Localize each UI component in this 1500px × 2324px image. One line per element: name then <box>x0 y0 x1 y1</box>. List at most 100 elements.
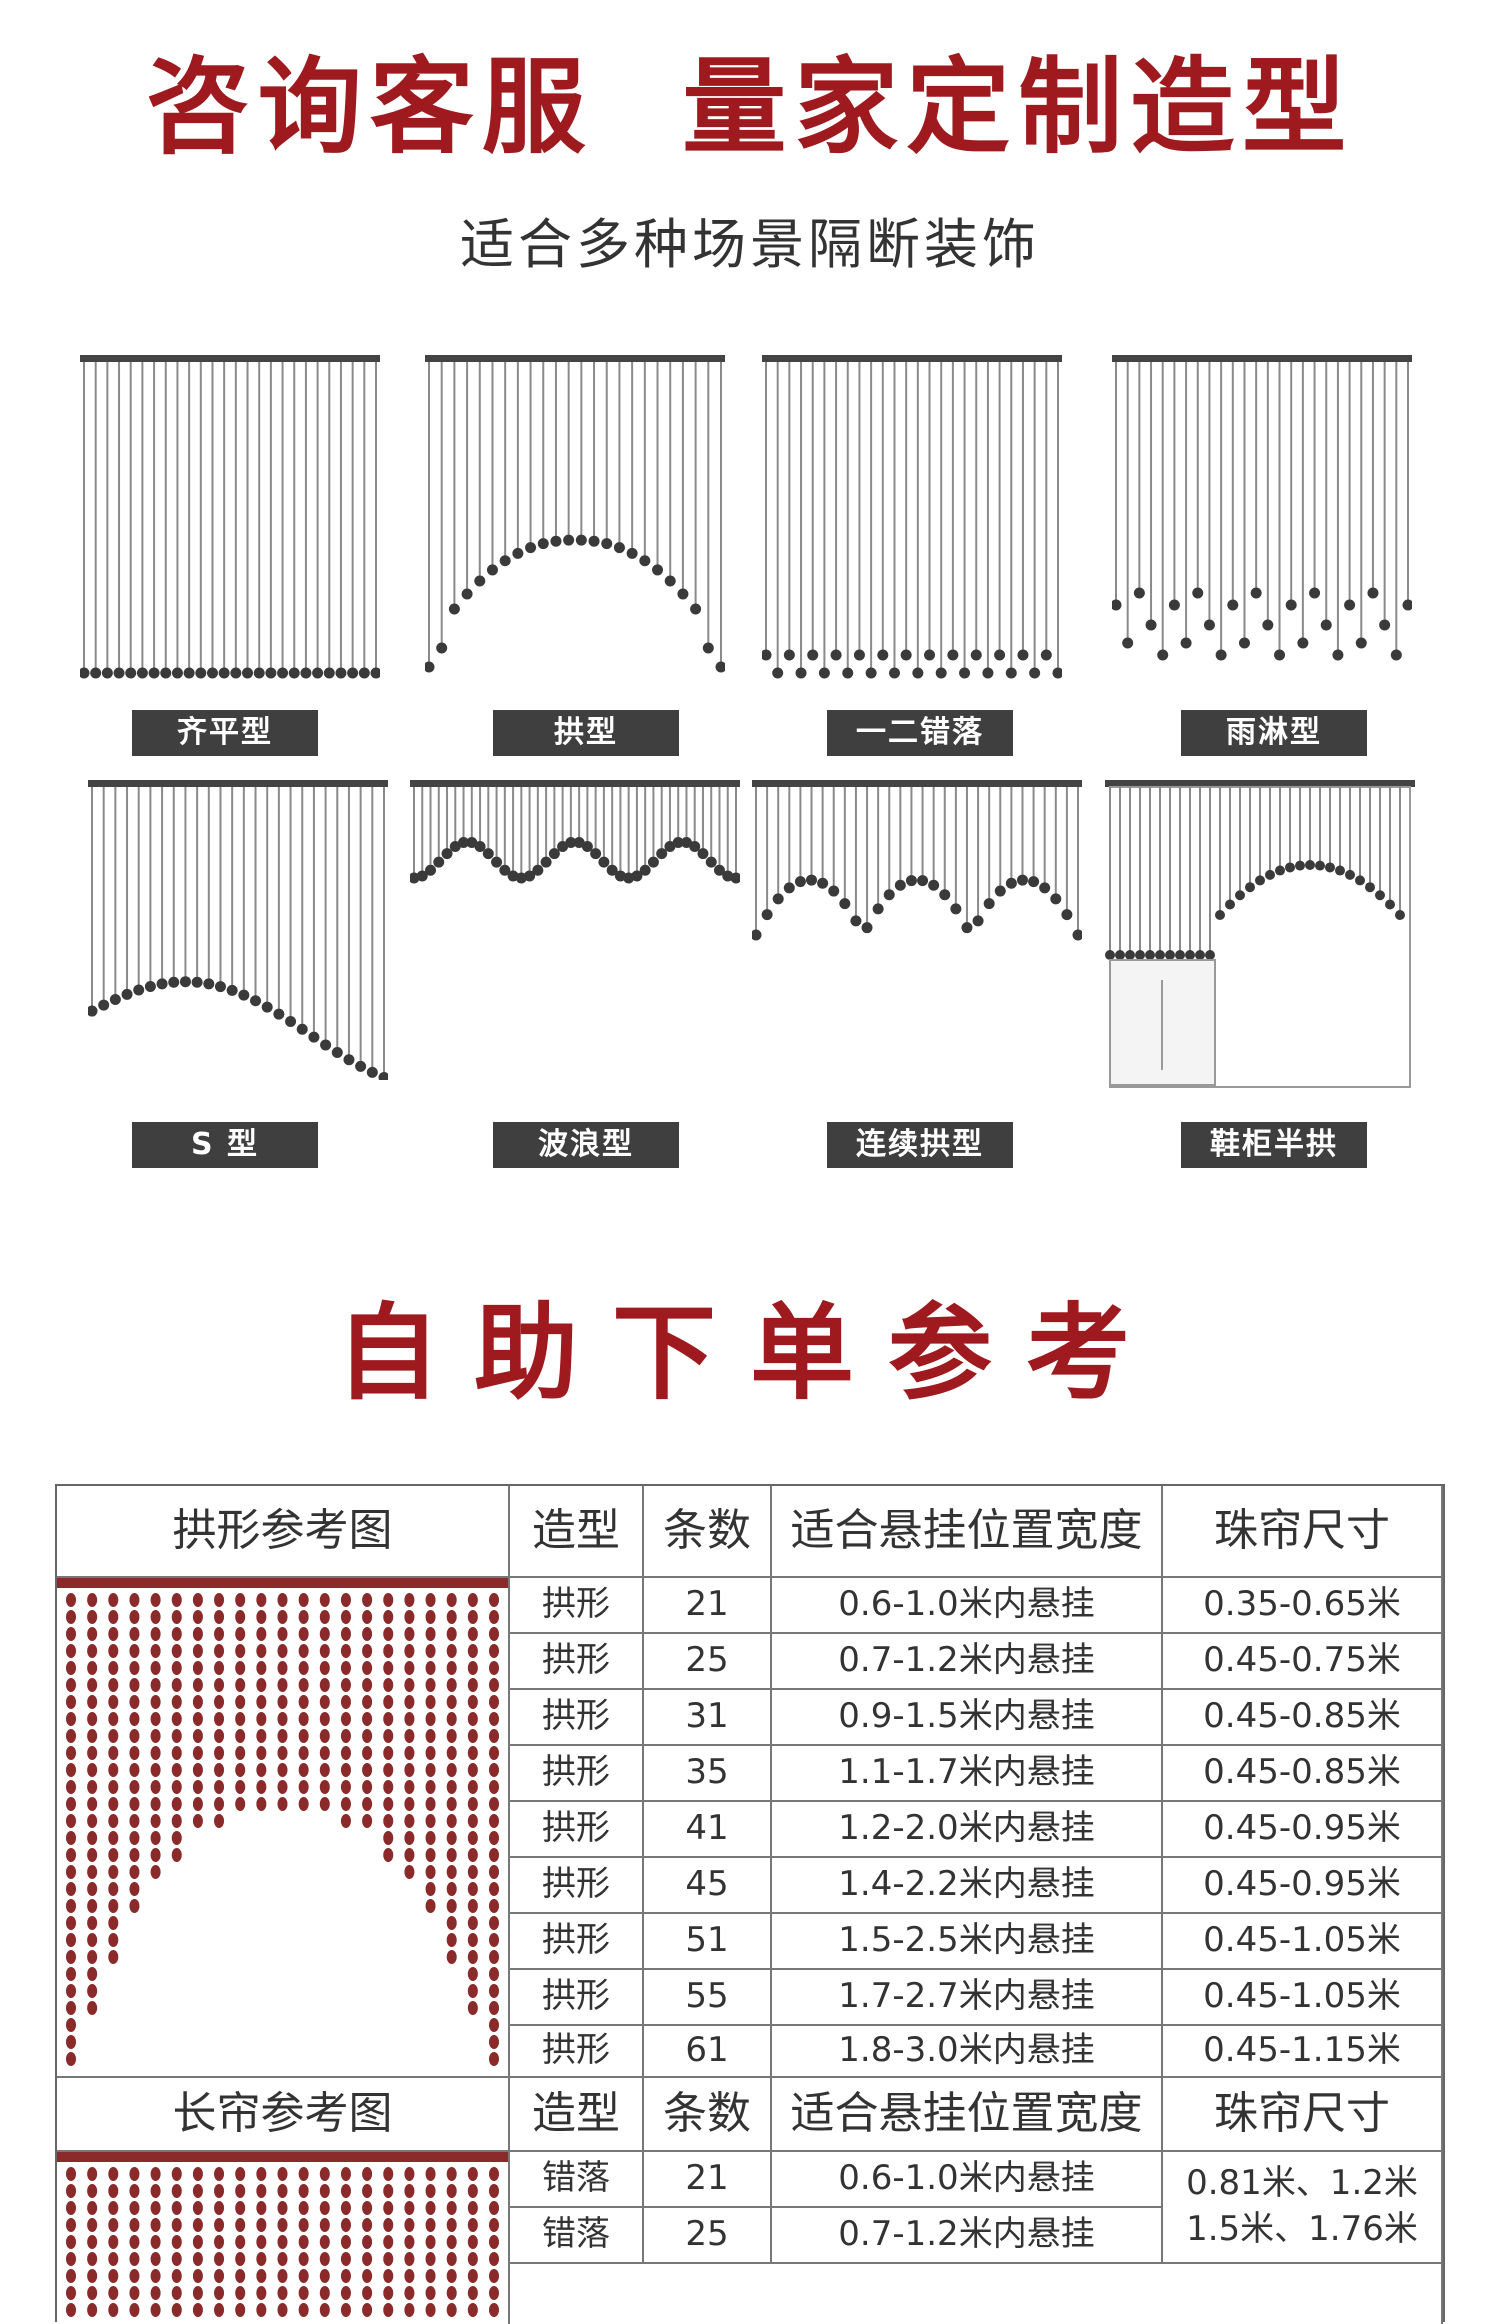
bead <box>772 667 784 679</box>
gourd-bead <box>489 1848 499 1862</box>
gourd-bead <box>87 1933 98 1947</box>
bead <box>537 538 549 550</box>
gourd-bead <box>235 2235 246 2249</box>
gourd-bead <box>319 1593 330 1607</box>
bead <box>1335 865 1345 876</box>
gourd-bead <box>404 1729 415 1743</box>
bead <box>1365 882 1375 893</box>
gourd-bead <box>192 1763 203 1777</box>
bead <box>1016 874 1028 886</box>
gourd-bead <box>340 1610 351 1624</box>
style-label-continuous-arch: 连续拱型 <box>827 1122 1013 1168</box>
gourd-bead <box>66 2052 76 2066</box>
row-shape: 拱形 <box>510 1746 644 1802</box>
gourd-bead <box>446 1814 457 1828</box>
long-header-size: 珠帘尺寸 <box>1163 2078 1443 2152</box>
bead <box>795 667 807 679</box>
gourd-bead <box>66 1746 76 1760</box>
bead <box>448 603 460 615</box>
gourd-bead <box>319 2218 330 2232</box>
gourd-bead <box>66 2252 76 2266</box>
gourd-bead <box>446 2201 457 2215</box>
gourd-bead <box>446 2235 457 2249</box>
gourd-bead <box>298 2218 309 2232</box>
bead <box>1195 950 1205 960</box>
curtain-rod <box>425 355 725 362</box>
gourd-bead <box>235 2286 246 2300</box>
gourd-bead <box>319 1746 330 1760</box>
gourd-bead <box>150 2201 161 2215</box>
gourd-bead <box>256 1627 267 1641</box>
gourd-bead <box>404 1848 415 1862</box>
gourd-bead <box>66 2167 76 2181</box>
gourd-bead <box>467 1916 478 1930</box>
bead <box>1320 619 1332 631</box>
bead <box>425 864 437 876</box>
row-count: 61 <box>644 2026 772 2078</box>
gourd-bead <box>404 1610 415 1624</box>
gourd-bead <box>489 2001 499 2015</box>
gourd-bead <box>340 2201 351 2215</box>
bead <box>1122 637 1134 649</box>
bead <box>1355 637 1367 649</box>
gourd-bead <box>319 2269 330 2283</box>
gourd-bead <box>87 2303 98 2317</box>
gourd-bead <box>340 1695 351 1709</box>
gourd-bead <box>171 2218 182 2232</box>
bead <box>250 995 262 1007</box>
bead <box>947 649 959 661</box>
bead <box>613 542 625 554</box>
gourd-bead <box>446 1763 457 1777</box>
gourd-bead <box>256 1695 267 1709</box>
gourd-bead <box>87 1899 98 1913</box>
bead <box>680 837 692 849</box>
gourd-bead <box>277 1729 288 1743</box>
gourd-bead <box>108 2252 119 2266</box>
bead <box>705 856 717 868</box>
gourd-bead <box>171 2201 182 2215</box>
gourd-bead <box>87 1610 98 1624</box>
gourd-bead <box>214 1593 225 1607</box>
row-width: 1.2-2.0米内悬挂 <box>772 1802 1163 1858</box>
gourd-bead <box>319 2184 330 2198</box>
gourd-bead <box>150 1763 161 1777</box>
gourd-bead <box>319 1763 330 1777</box>
bead <box>994 649 1006 661</box>
bead <box>1345 869 1355 880</box>
gourd-bead <box>425 1678 436 1692</box>
gourd-bead <box>150 1712 161 1726</box>
bead <box>524 870 536 882</box>
gourd-bead <box>489 1831 499 1845</box>
bead <box>532 864 544 876</box>
gourd-bead <box>446 1695 457 1709</box>
gourd-bead <box>446 1593 457 1607</box>
gourd-bead <box>489 1814 499 1828</box>
bead <box>300 667 312 679</box>
gourd-bead <box>298 1780 309 1794</box>
gourd-bead <box>235 2184 246 2198</box>
gourd-bead <box>150 2286 161 2300</box>
gourd-bead <box>66 1661 76 1675</box>
bead <box>1402 599 1412 611</box>
gourd-bead <box>277 1593 288 1607</box>
gourd-bead <box>256 1678 267 1692</box>
gourd-bead <box>383 1831 394 1845</box>
bead <box>347 667 359 679</box>
row-shape: 拱形 <box>510 1914 644 1970</box>
bead <box>238 989 250 1001</box>
gourd-bead <box>489 1661 499 1675</box>
bead <box>581 841 593 853</box>
gourd-bead <box>446 1644 457 1658</box>
gourd-bead <box>489 1950 499 1964</box>
bead <box>1305 860 1315 870</box>
gourd-bead <box>108 1593 119 1607</box>
gourd-bead <box>277 2184 288 2198</box>
gourd-bead <box>383 1593 394 1607</box>
gourd-bead <box>129 1644 140 1658</box>
bead <box>474 575 486 587</box>
bead <box>449 841 461 853</box>
gourd-bead <box>383 2269 394 2283</box>
gourd-bead <box>467 1831 478 1845</box>
bead <box>1227 599 1239 611</box>
gourd-bead <box>129 1797 140 1811</box>
